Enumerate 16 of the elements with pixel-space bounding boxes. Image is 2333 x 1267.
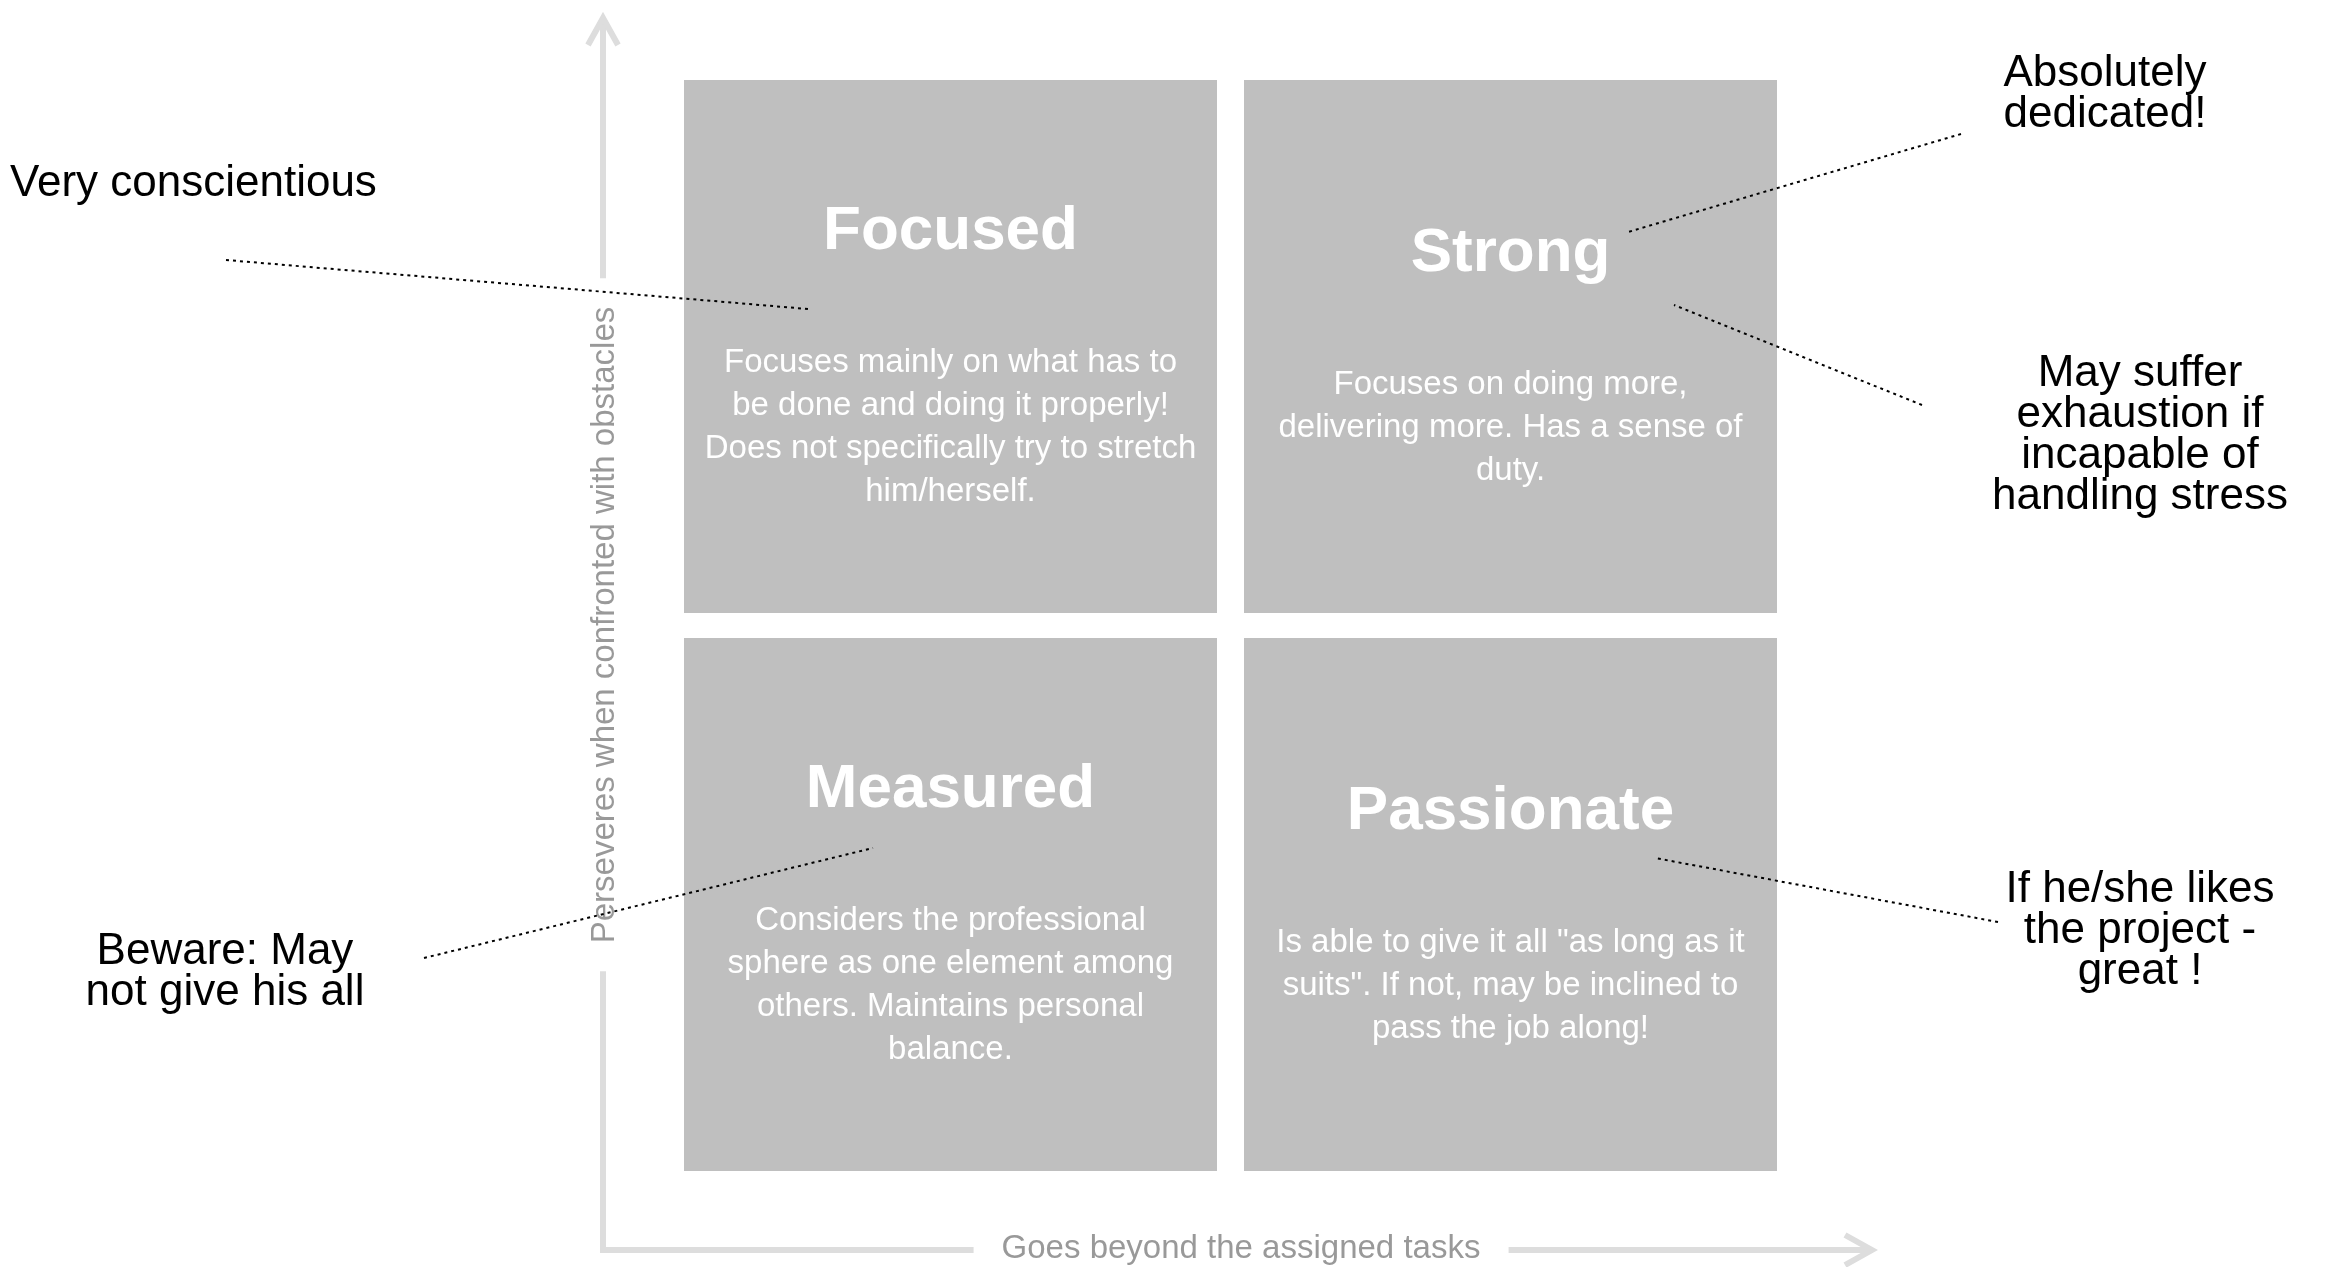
leader-line	[225, 259, 809, 310]
quadrant-description: Focuses on doing more, delivering more. Has a sense of duty.	[1277, 363, 1744, 489]
quadrant-box	[684, 638, 1217, 1171]
quadrant-description: Considers the professional sphere as one element among others. Maintains personal balance.	[726, 899, 1175, 1068]
quadrant-description: Is able to give it all "as long as it suits". If not, may be inclined to pass the job along!	[1275, 921, 1746, 1047]
quadrant-title: Measured	[804, 751, 1097, 821]
callout-text: Absolutely dedicated!	[1980, 50, 2230, 132]
quadrant-box	[1244, 80, 1777, 613]
quadrant-box	[1244, 638, 1777, 1171]
quadrant-box	[684, 80, 1217, 613]
quadrant-title: Focused	[822, 193, 1079, 263]
quadrant-title: Strong	[1409, 215, 1612, 285]
quadrant-description: Focuses mainly on what has to be done and doing it properly! Does not specifically try to stretch him/herself.	[704, 341, 1197, 510]
quadrant-title: Passionate	[1345, 773, 1676, 843]
leader-line	[1673, 304, 1923, 406]
leader-line	[1627, 133, 1962, 233]
